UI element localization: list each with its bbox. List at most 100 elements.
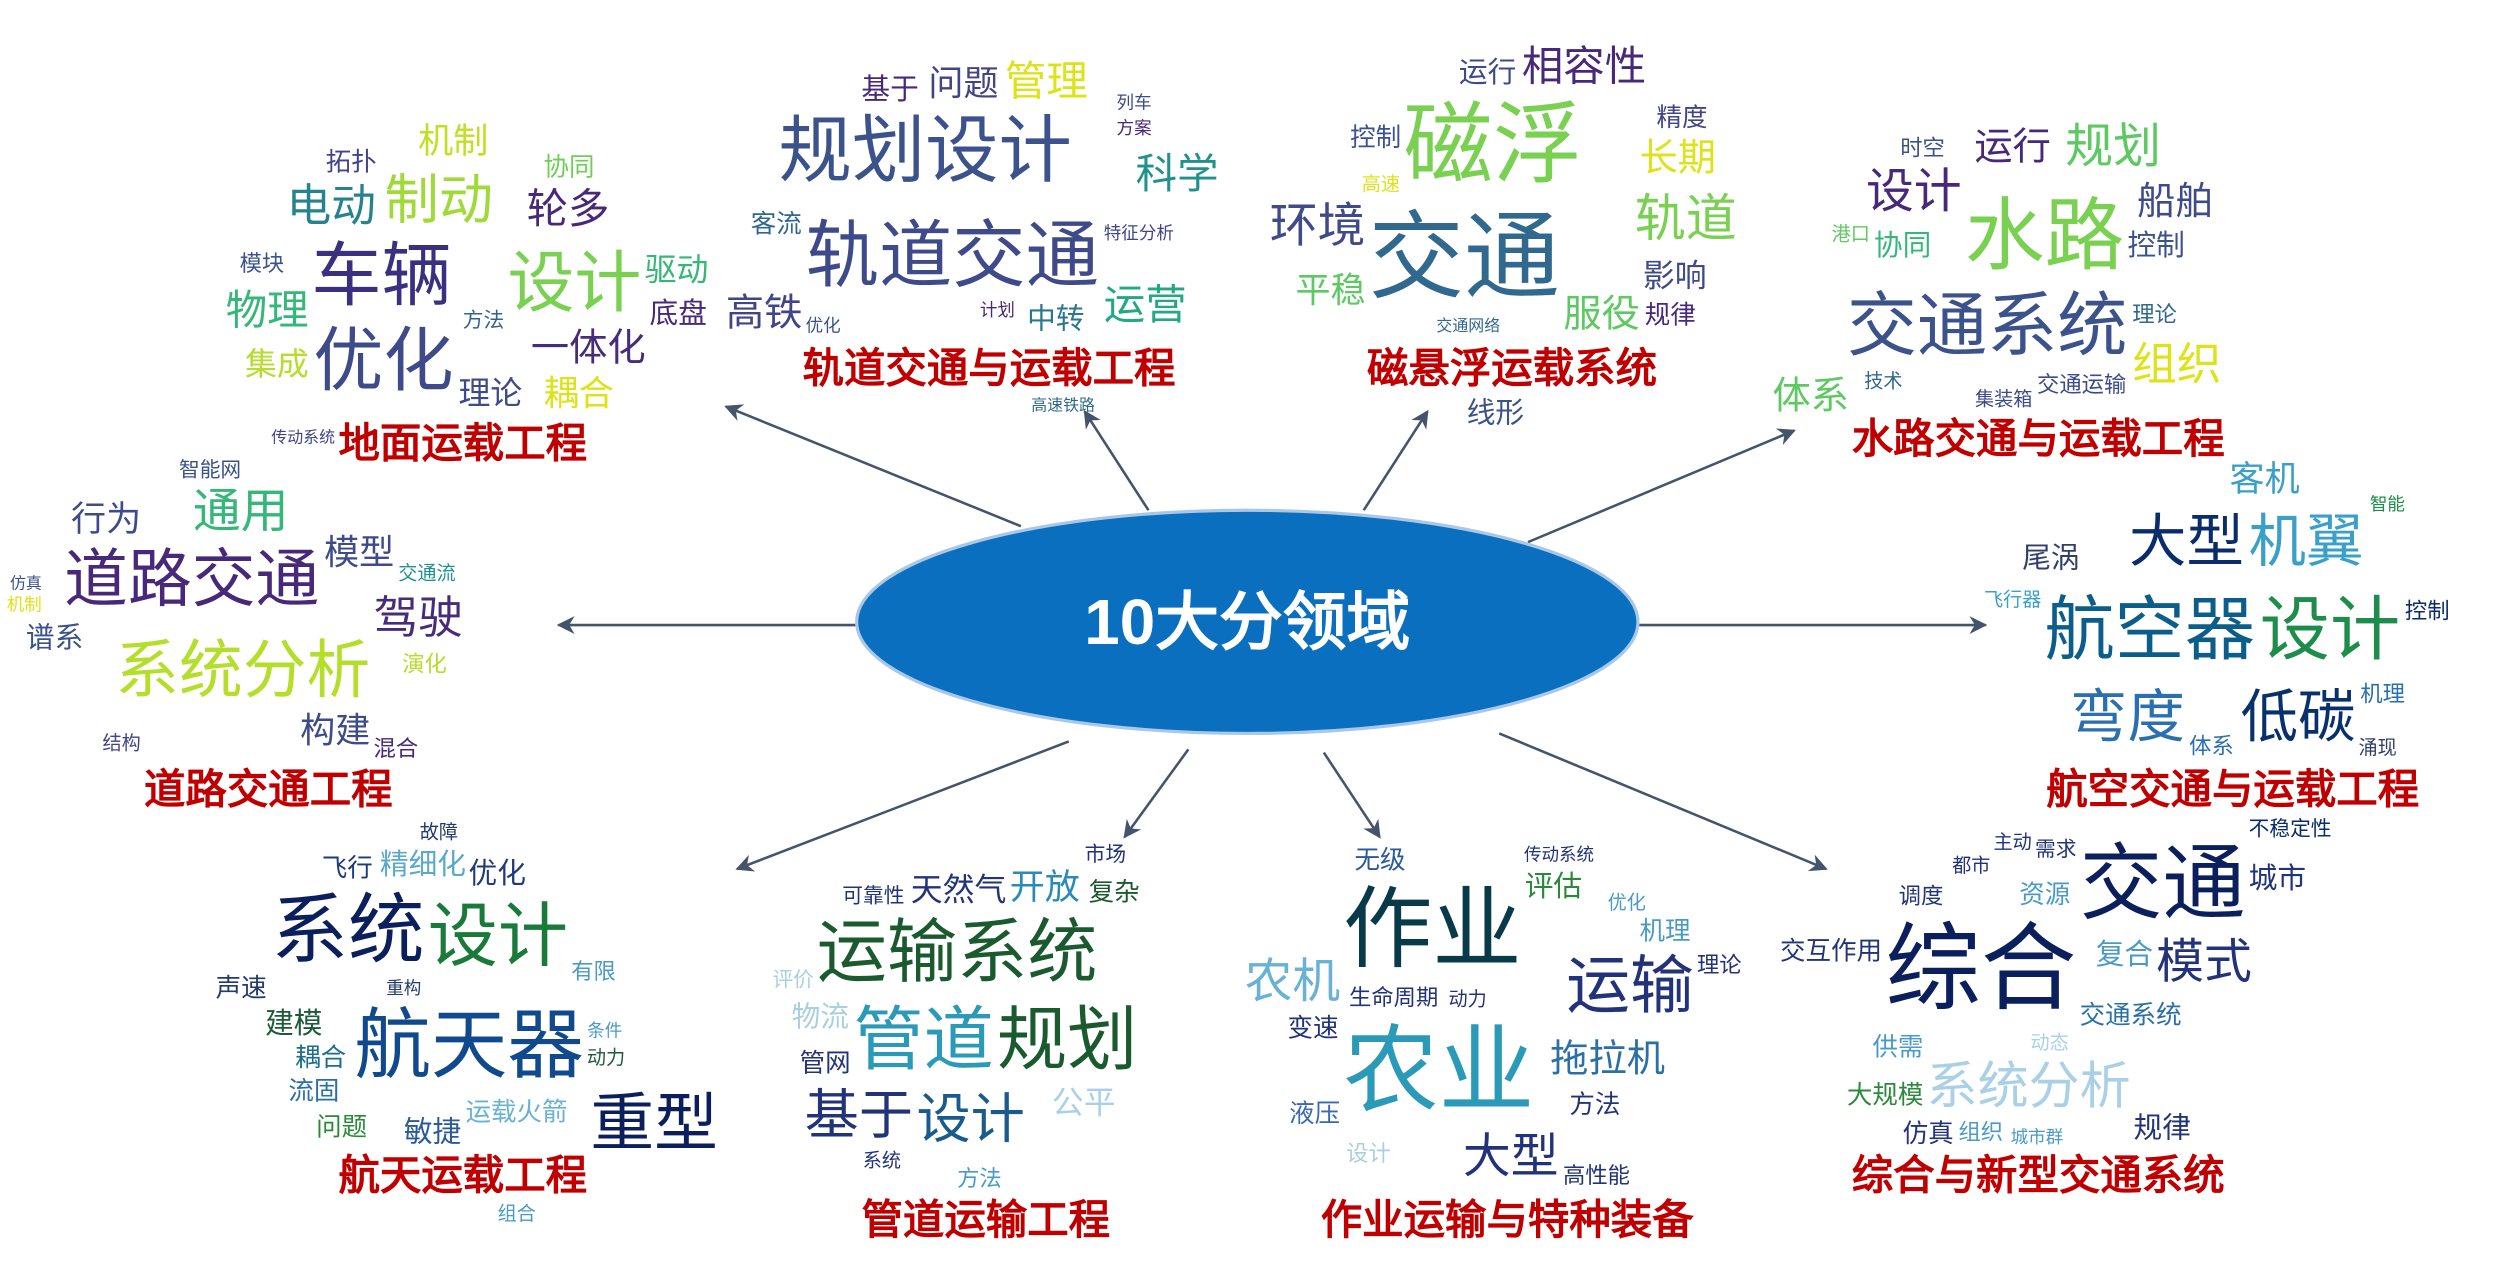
cloud-word: 拓扑 [326, 147, 377, 177]
cloud-word: 模块 [240, 251, 285, 277]
cloud-word: 涌现 [2359, 736, 2397, 759]
cloud-word: 液压 [1289, 1099, 1340, 1129]
cloud-word: 规划 [997, 999, 1137, 1081]
word-cloud-integrated: 综合交通模式系统分析交通系统城市复合资源调度供需大规模仿真组织规律主动都市需求交… [1780, 830, 2306, 1149]
word-cloud-space: 航天器系统设计重型精细化优化耦合飞行声速建模流固运载火箭问题敏捷有限故障动力组合… [216, 820, 718, 1225]
cloud-word: 轮多 [527, 185, 610, 233]
cloud-word: 轨道交通 [806, 214, 1099, 299]
word-cloud-water: 水路交通系统规划运行组织体系设计协同控制理论交通运输集装箱船舶技术时空港口 [1773, 120, 2222, 419]
cloud-word: 规律 [1645, 301, 1696, 331]
cloud-word: 运营 [1104, 281, 1187, 329]
arrow [1362, 409, 1429, 511]
domain-label-water: 水路交通与运载工程 [1852, 415, 2225, 463]
cloud-word: 客机 [2230, 459, 2300, 500]
cloud-word: 声速 [216, 974, 267, 1004]
cloud-word: 交通流 [398, 561, 455, 584]
domain-label-road: 道路交通工程 [144, 766, 393, 814]
cloud-word: 集装箱 [1975, 387, 2032, 410]
cloud-word: 无级 [1354, 845, 1405, 875]
domain-label-ground: 地面运载工程 [339, 420, 588, 468]
cloud-word: 结构 [102, 731, 140, 754]
cloud-word: 设计 [1346, 1141, 1391, 1167]
cloud-word: 交通 [2080, 835, 2246, 932]
cloud-word: 高速 [1362, 173, 1400, 196]
cloud-word: 驾驶 [374, 592, 463, 644]
cloud-word: 协同 [544, 152, 595, 182]
cloud-word: 服役 [1563, 292, 1639, 337]
domain-label-air: 航空交通与运载工程 [2046, 766, 2419, 814]
cloud-word: 作业 [1343, 878, 1522, 982]
domain-label-operation: 作业运输与特种装备 [1321, 1196, 1694, 1244]
domain-label-pipe: 管道运输工程 [862, 1196, 1111, 1244]
center-title: 10大分领域 [1084, 586, 1410, 658]
cloud-word: 构建 [300, 711, 370, 752]
cloud-word: 底盘 [650, 296, 707, 330]
cloud-word: 协同 [1874, 228, 1931, 262]
cloud-word: 系统 [271, 887, 424, 976]
cloud-word: 优化 [806, 317, 841, 337]
cloud-word: 科学 [1136, 150, 1219, 198]
cloud-word: 航空器 [2045, 589, 2255, 671]
cloud-word: 交通运输 [2037, 372, 2126, 398]
cloud-word: 机理 [1640, 916, 1691, 946]
cloud-word: 优化 [469, 856, 526, 890]
cloud-word: 管网 [800, 1048, 851, 1078]
cloud-word: 天然气 [911, 870, 1007, 908]
cloud-word: 规律 [2134, 1110, 2191, 1144]
cloud-word: 客流 [751, 209, 802, 239]
cloud-word: 机制 [7, 596, 42, 616]
cloud-word: 运载火箭 [466, 1098, 568, 1128]
cloud-word: 基于 [805, 1084, 913, 1147]
arrow [1527, 428, 1796, 544]
cloud-word: 理论 [2132, 302, 2177, 328]
domain-label-maglev: 磁悬浮运载系统 [1367, 345, 1657, 393]
cloud-word: 建模 [265, 1006, 322, 1040]
cloud-word: 电动 [287, 180, 376, 232]
cloud-word: 系统 [863, 1149, 901, 1172]
arrow [1123, 748, 1190, 839]
cloud-word: 控制 [1350, 123, 1401, 153]
cloud-word: 智能 [2370, 495, 2405, 515]
cloud-word: 调度 [1899, 884, 1944, 910]
cloud-word: 方法 [463, 308, 504, 332]
cloud-word: 评价 [772, 967, 814, 991]
word-cloud-air: 航空器设计大型机翼弯度低碳客机尾涡机理不稳定性体系控制涌现飞行器智能 [1984, 459, 2450, 840]
cloud-word: 交通网络 [1436, 316, 1500, 335]
cloud-word: 拖拉机 [1550, 1036, 1665, 1081]
cloud-word: 运输 [1566, 950, 1694, 1024]
cloud-word: 长期 [1640, 136, 1717, 181]
arrow [735, 740, 1070, 872]
cloud-word: 车辆 [311, 235, 451, 317]
cloud-word: 开放 [1010, 867, 1080, 908]
cloud-word: 特征分析 [1104, 224, 1174, 244]
cloud-word: 资源 [2019, 880, 2070, 910]
cloud-word: 系统分析 [115, 634, 370, 708]
cloud-word: 方法 [957, 1166, 1002, 1192]
cloud-word: 管道 [853, 999, 993, 1081]
cloud-word: 大型 [2129, 508, 2244, 575]
cloud-word: 交通系统 [2080, 1001, 2182, 1031]
cloud-word: 轨道 [1635, 190, 1737, 249]
cloud-word: 耦合 [295, 1043, 346, 1073]
cloud-word: 航天器 [354, 1001, 584, 1090]
cloud-word: 列车 [1117, 93, 1152, 113]
cloud-word: 通用 [193, 484, 289, 539]
cloud-word: 体系 [2189, 734, 2234, 760]
cloud-word: 规划 [2065, 120, 2161, 175]
cloud-word: 仿真 [1903, 1119, 1954, 1149]
cloud-word: 线形 [1467, 395, 1524, 429]
cloud-word: 一体化 [531, 326, 646, 371]
cloud-word: 低碳 [2241, 684, 2356, 751]
cloud-word: 动力 [1449, 987, 1487, 1010]
cloud-word: 谱系 [26, 621, 83, 655]
cloud-word: 都市 [1952, 854, 1990, 877]
center-ellipse [855, 508, 1640, 736]
cloud-word: 城市 [2249, 861, 2306, 895]
arrow [1083, 409, 1150, 511]
word-cloud-operation: 作业农业运输农机拖拉机大型评估无级生命周期机理理论变速液压方法高性能优化设计传动… [1245, 845, 1742, 1189]
cloud-word: 重构 [386, 979, 421, 999]
word-cloud-pipe: 运输系统管道规划基于设计天然气开放复杂可靠性市场物流管网公平系统方法评价 [772, 842, 1139, 1192]
cloud-word: 设计 [2260, 589, 2400, 671]
cloud-word: 道路交通 [64, 543, 319, 617]
